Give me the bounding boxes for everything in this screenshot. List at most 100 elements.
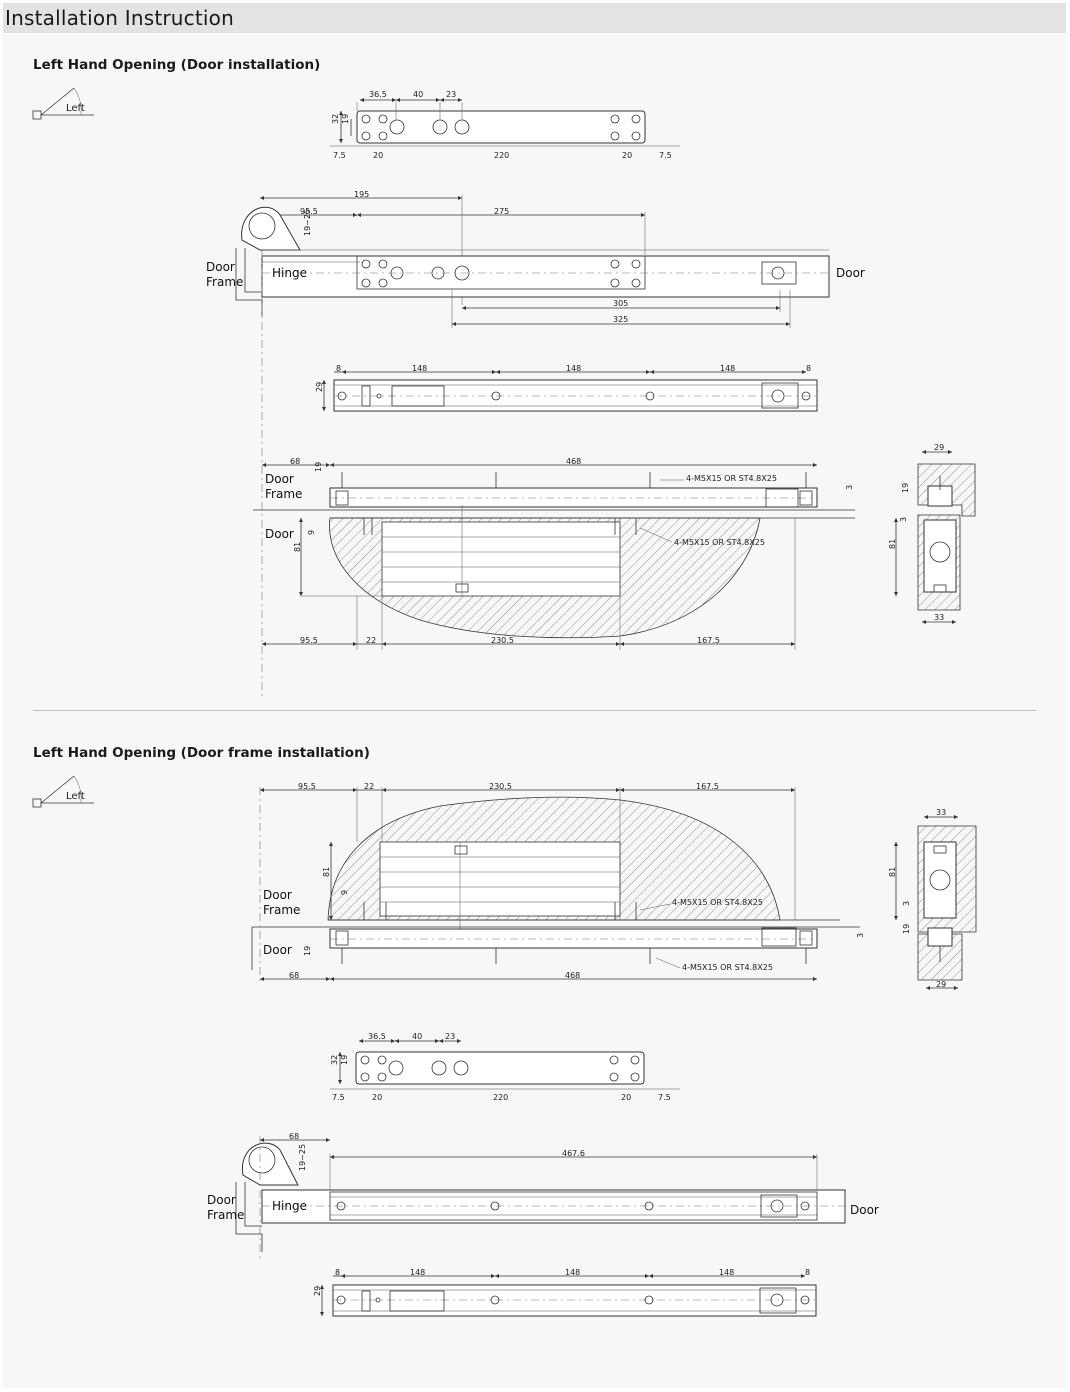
dim-81: 81 — [322, 867, 331, 877]
dim-68: 68 — [289, 1132, 299, 1141]
dim-36-5: 36.5 — [368, 1032, 386, 1041]
dim-275: 275 — [494, 207, 509, 216]
dim-33: 33 — [936, 808, 946, 817]
dim-95-5: 95.5 — [300, 636, 318, 645]
dim-40: 40 — [413, 90, 423, 99]
label-door-frame-line2: Frame — [263, 903, 300, 917]
label-door: Door — [850, 1203, 879, 1217]
dim-19-25: 19~25 — [298, 1144, 307, 1171]
label-door: Door — [265, 527, 294, 541]
dim-68: 68 — [289, 971, 299, 980]
top-plate-view: 36.5 40 23 32 19 7.5 20 220 20 7.5 — [330, 1032, 680, 1102]
dim-20-right: 20 — [622, 151, 632, 160]
dim-22: 22 — [364, 782, 374, 791]
dim-40: 40 — [412, 1032, 422, 1041]
label-door: Door — [836, 266, 865, 280]
dim-148-c: 148 — [720, 364, 735, 373]
dim-19: 19 — [340, 1055, 349, 1065]
dim-9: 9 — [340, 890, 349, 895]
dim-29: 29 — [313, 1286, 322, 1296]
section-title-door-frame-installation: Left Hand Opening (Door frame installati… — [33, 745, 370, 761]
dim-305: 305 — [613, 299, 628, 308]
section-title-door-installation: Left Hand Opening (Door installation) — [33, 57, 321, 73]
dim-3: 3 — [902, 901, 911, 906]
dim-8-right: 8 — [806, 364, 811, 373]
dim-19: 19 — [341, 114, 350, 124]
dim-7-5-left: 7.5 — [333, 151, 346, 160]
dim-230-5: 230.5 — [491, 636, 514, 645]
top-plate-view: 36.5 40 23 32 19 7.5 20 220 20 7.5 — [330, 90, 680, 160]
dim-3: 3 — [856, 933, 865, 938]
label-door: Door — [263, 943, 292, 957]
dim-20-right: 20 — [621, 1093, 631, 1102]
dim-7-5-left: 7.5 — [332, 1093, 345, 1102]
dim-195: 195 — [354, 190, 369, 199]
dim-19: 19 — [314, 462, 323, 472]
dim-3: 3 — [845, 485, 854, 490]
label-screw-top: 4-M5X15 OR ST4.8X25 — [672, 898, 763, 907]
installation-section-view: 68 468 Door Frame Door 19 4-M5X15 OR ST4… — [253, 457, 855, 650]
dim-148-a: 148 — [410, 1268, 425, 1277]
dim-9: 9 — [307, 530, 316, 535]
dim-29: 29 — [936, 980, 946, 989]
label-hinge: Hinge — [272, 1199, 307, 1213]
dim-32: 32 — [331, 114, 340, 124]
dim-148-a: 148 — [412, 364, 427, 373]
label-hinge: Hinge — [272, 266, 307, 280]
dim-3: 3 — [899, 517, 908, 522]
dim-23: 23 — [446, 90, 456, 99]
rail-side-view: 8 148 148 148 8 29 — [313, 1268, 817, 1317]
dim-19: 19 — [902, 924, 911, 934]
swing-direction-icon: Left — [32, 87, 94, 120]
dim-325: 325 — [613, 315, 628, 324]
dim-19: 19 — [303, 946, 312, 956]
dim-19: 19 — [901, 483, 910, 493]
dim-20-left: 20 — [373, 151, 383, 160]
dim-68: 68 — [290, 457, 300, 466]
page-header: Installation Instruction — [3, 3, 1066, 33]
dim-19-25: 19~25 — [303, 209, 312, 236]
label-door-frame-line2: Frame — [206, 275, 243, 289]
end-view: 29 19 3 81 33 — [888, 443, 976, 624]
dim-81: 81 — [293, 542, 302, 552]
dim-7-5-right: 7.5 — [659, 151, 672, 160]
dim-148-b: 148 — [566, 364, 581, 373]
swing-label: Left — [66, 791, 85, 802]
dim-220: 220 — [493, 1093, 508, 1102]
dim-8-left: 8 — [335, 1268, 340, 1277]
dim-81: 81 — [888, 539, 897, 549]
swing-direction-icon: Left — [32, 775, 94, 808]
label-door-frame-line1: Door — [206, 260, 235, 274]
label-door-frame-line1: Door — [207, 1193, 236, 1207]
end-view: 33 81 3 19 29 — [888, 808, 977, 990]
dim-36-5: 36.5 — [369, 90, 387, 99]
dim-95-5: 95.5 — [300, 207, 318, 216]
hinge-plan-view: 68 467.6 19~25 Door Frame Hinge Door — [207, 1132, 879, 1260]
dim-468: 468 — [566, 457, 581, 466]
label-screw-bottom: 4-M5X15 OR ST4.8X25 — [682, 963, 773, 972]
page-title: Installation Instruction — [5, 6, 234, 30]
dim-20-left: 20 — [372, 1093, 382, 1102]
label-door-frame-line1: Door — [263, 888, 292, 902]
rail-side-view: 8 148 148 148 8 29 — [315, 364, 818, 412]
dim-22: 22 — [366, 636, 376, 645]
hinge-plan-view: 195 95.5 275 19~25 Door Frame Hinge Door… — [206, 190, 865, 700]
dim-81: 81 — [888, 867, 897, 877]
label-screw-top: 4-M5X15 OR ST4.8X25 — [686, 474, 777, 483]
dim-23: 23 — [445, 1032, 455, 1041]
label-door-frame-line2: Frame — [265, 487, 302, 501]
section-divider — [33, 710, 1036, 711]
dim-29: 29 — [934, 443, 944, 452]
dim-8-right: 8 — [805, 1268, 810, 1277]
dim-95-5: 95.5 — [298, 782, 316, 791]
dim-8-left: 8 — [336, 364, 341, 373]
label-screw-bottom: 4-M5X15 OR ST4.8X25 — [674, 538, 765, 547]
dim-167-5: 167.5 — [696, 782, 719, 791]
dim-467-6: 467.6 — [562, 1149, 585, 1158]
frame-installation-section-view: 95.5 22 230.5 167.5 81 9 Door Frame Door… — [251, 782, 865, 985]
label-door-frame-line2: Frame — [207, 1208, 244, 1222]
dim-230-5: 230.5 — [489, 782, 512, 791]
dim-29: 29 — [315, 382, 324, 392]
dim-148-b: 148 — [565, 1268, 580, 1277]
